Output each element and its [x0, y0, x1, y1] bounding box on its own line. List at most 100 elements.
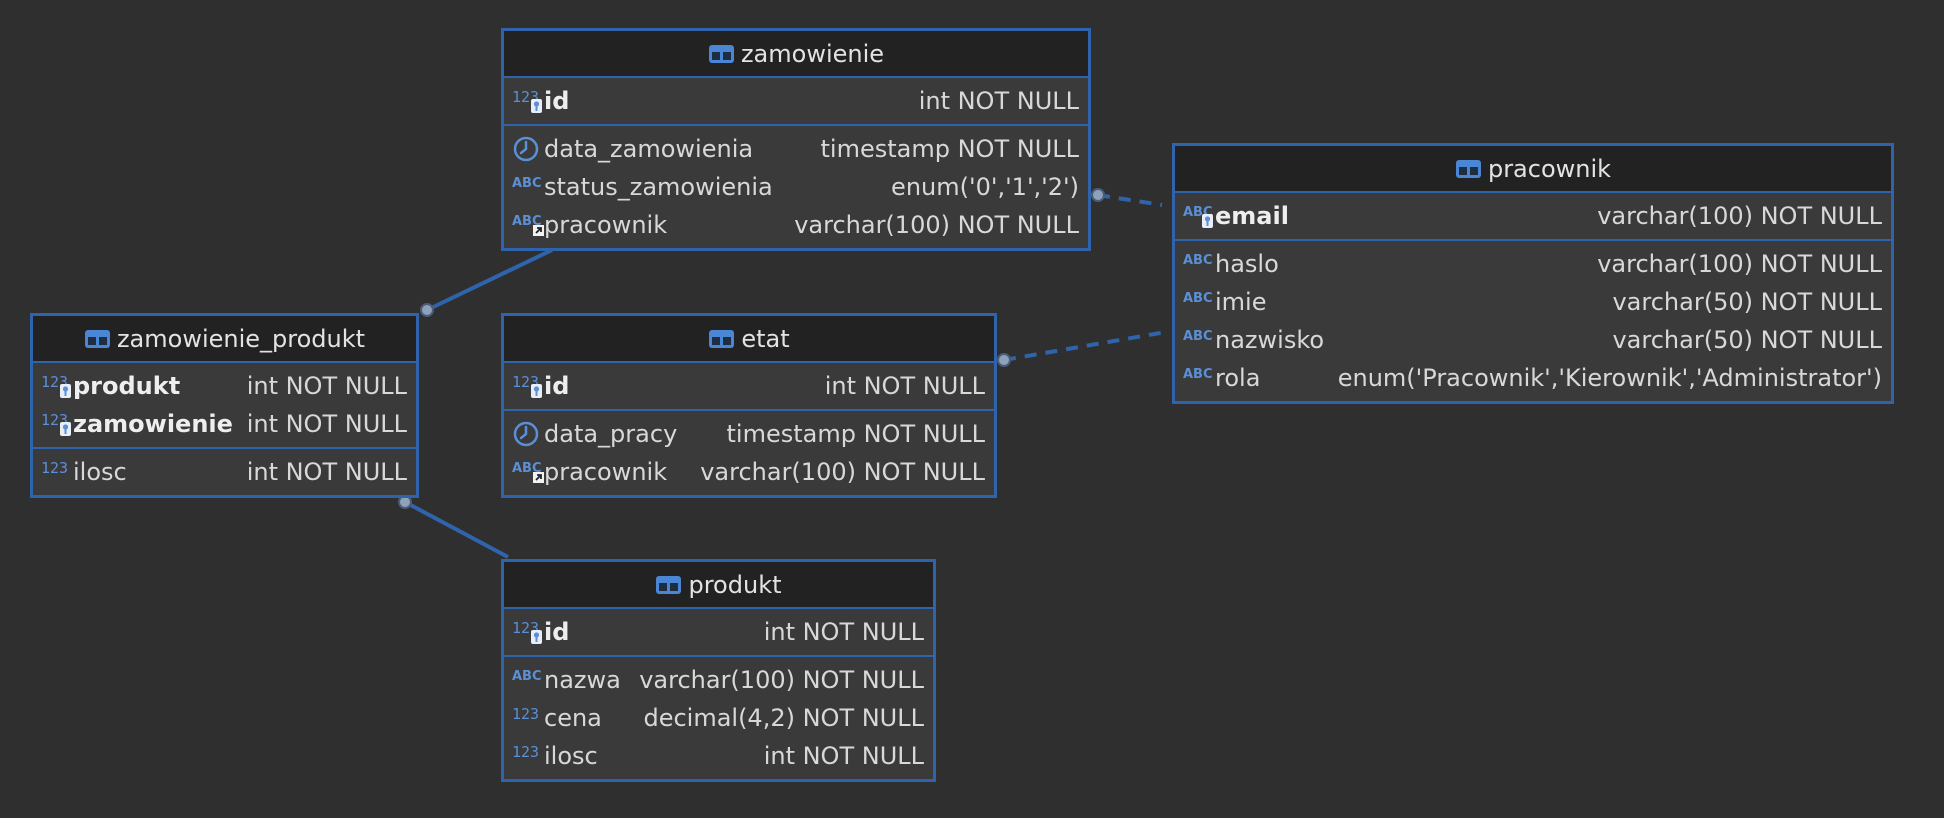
link-zamowienie_produkt-produkt[interactable]	[404, 500, 509, 559]
column-name: data_zamowienia	[544, 135, 754, 163]
link-etat-pracownik[interactable]	[1003, 330, 1167, 362]
text-link-icon: ABC	[512, 458, 544, 486]
column-type: varchar(100) NOT NULL	[794, 211, 1079, 239]
text-icon: ABC	[1183, 326, 1215, 354]
column-name: data_pracy	[544, 420, 678, 448]
column-type: varchar(100) NOT NULL	[1597, 202, 1882, 230]
text-link-icon: ABC	[512, 211, 544, 239]
column-name: imie	[1215, 288, 1267, 316]
text-icon: ABC	[1183, 288, 1215, 316]
numeric-key-icon: 123	[512, 372, 544, 400]
column-name: nazwisko	[1215, 326, 1325, 354]
column-row[interactable]: data_pracy timestamp NOT NULL	[504, 415, 994, 453]
column-name: haslo	[1215, 250, 1279, 278]
entity-header[interactable]: produkt	[504, 562, 933, 609]
table-icon	[708, 44, 735, 64]
link-endpoint	[1091, 188, 1105, 202]
entity-header[interactable]: etat	[504, 316, 994, 363]
entity-header[interactable]: zamowienie_produkt	[33, 316, 416, 363]
svg-text:ABC: ABC	[1183, 329, 1213, 344]
column-type: int NOT NULL	[246, 458, 407, 486]
text-icon: ABC	[512, 173, 544, 201]
column-name: email	[1215, 202, 1289, 230]
numeric-icon: 123	[41, 458, 73, 486]
column-type: varchar(50) NOT NULL	[1612, 326, 1882, 354]
table-icon	[708, 329, 735, 349]
svg-text:ABC: ABC	[1183, 367, 1213, 382]
entity-title: etat	[741, 324, 790, 353]
svg-text:ABC: ABC	[1183, 253, 1213, 268]
column-name: nazwa	[544, 666, 621, 694]
column-type: int NOT NULL	[246, 410, 407, 438]
column-name: pracownik	[544, 211, 668, 239]
numeric-key-icon: 123	[512, 618, 544, 646]
link-zamowienie_produkt-zamowienie[interactable]	[426, 248, 553, 312]
table-icon	[1455, 159, 1482, 179]
column-type: timestamp NOT NULL	[820, 135, 1079, 163]
entity-header[interactable]: pracownik	[1175, 146, 1891, 193]
column-type: int NOT NULL	[246, 372, 407, 400]
table-icon	[84, 329, 111, 349]
column-type: enum('Pracownik','Kierownik','Administra…	[1337, 364, 1882, 392]
column-type: int NOT NULL	[824, 372, 985, 400]
table-icon	[655, 575, 682, 595]
svg-text:ABC: ABC	[512, 176, 542, 191]
entity-title: zamowienie_produkt	[116, 324, 366, 353]
entity-title: pracownik	[1487, 154, 1612, 183]
column-type: timestamp NOT NULL	[726, 420, 985, 448]
clock-icon	[512, 420, 544, 448]
numeric-icon: 123	[512, 742, 544, 770]
clock-icon	[512, 135, 544, 163]
link-zamowienie-pracownik[interactable]	[1097, 193, 1163, 207]
entity-title: produkt	[688, 570, 782, 599]
column-type: int NOT NULL	[763, 618, 924, 646]
entity-title: zamowienie	[740, 39, 885, 68]
entity-header[interactable]: zamowienie	[504, 31, 1088, 78]
column-name: id	[544, 618, 570, 646]
text-icon: ABC	[1183, 250, 1215, 278]
column-name: rola	[1215, 364, 1261, 392]
column-name: produkt	[73, 372, 181, 400]
column-name: cena	[544, 704, 602, 732]
column-type: varchar(100) NOT NULL	[700, 458, 985, 486]
svg-text:123: 123	[512, 705, 539, 723]
numeric-icon: 123	[512, 704, 544, 732]
column-type: varchar(100) NOT NULL	[1597, 250, 1882, 278]
svg-text:ABC: ABC	[1183, 291, 1213, 306]
column-name: zamowienie	[73, 410, 233, 438]
column-name: ilosc	[544, 742, 598, 770]
column-name: id	[544, 372, 570, 400]
svg-text:ABC: ABC	[512, 669, 542, 684]
numeric-key-icon: 123	[41, 372, 73, 400]
column-row[interactable]: data_zamowienia timestamp NOT NULL	[504, 130, 1088, 168]
column-name: id	[544, 87, 570, 115]
